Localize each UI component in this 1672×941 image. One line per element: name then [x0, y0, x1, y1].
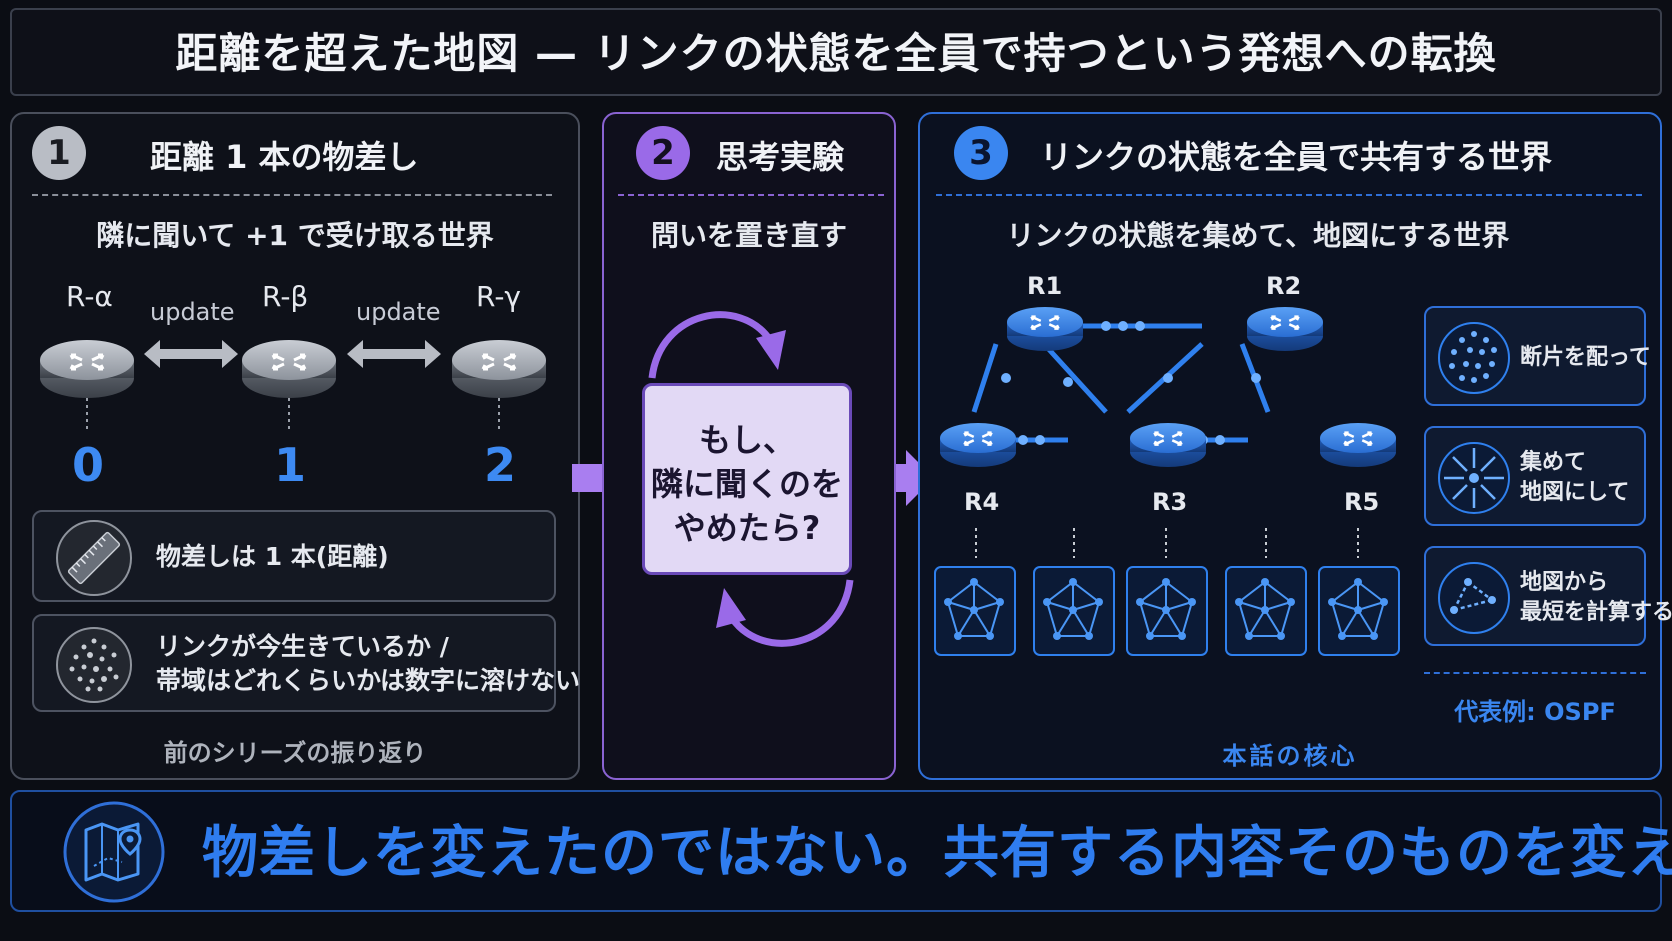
router-node-r5 [1320, 423, 1396, 467]
topology-map-icon [1126, 566, 1208, 656]
step-number-3: 3 [954, 126, 1008, 180]
panel3-title: リンクの状態を全員で共有する世界 [1040, 138, 1553, 176]
router-label-gamma: R-γ [476, 280, 521, 313]
topology-map-icon [1225, 566, 1307, 656]
map-pin-icon [63, 801, 165, 903]
step-card-distribute: 断片を配って [1424, 306, 1651, 406]
distance-value-beta: 1 [274, 438, 307, 492]
node-label-r2: R2 [1266, 272, 1302, 300]
step-card-compute-line2: 最短を計算する [1520, 600, 1672, 625]
distance-value-alpha: 0 [72, 438, 105, 492]
info-card-ruler: 物差しは 1 本(距離) [32, 510, 556, 602]
router-label-alpha: R-α [66, 280, 113, 313]
router-icon [40, 340, 134, 398]
node-label-r1: R1 [1027, 272, 1063, 300]
topology-map-tiles [934, 566, 1400, 656]
step-number-1: 1 [32, 126, 86, 180]
panel1-title: 距離 1 本の物差し [150, 138, 419, 176]
panel2-title: 思考実験 [716, 138, 845, 176]
panel1-divider [32, 194, 552, 196]
question-line-1: もし、 [698, 421, 795, 459]
page-title: 距離を超えた地図 — リンクの状態を全員で持つという発想への転換 [175, 29, 1497, 78]
panel3-divider [936, 194, 1642, 196]
question-box: もし、 隣に聞くのを やめたら? [642, 383, 852, 575]
panel1-footer: 前のシリーズの振り返り [163, 739, 427, 767]
gather-icon [1438, 442, 1510, 514]
router-node-r4 [940, 423, 1016, 467]
double-arrow-icon [144, 340, 441, 368]
step-card-gather-line2: 地図にして [1520, 480, 1630, 505]
update-label-2: update [356, 298, 441, 326]
conclusion-text: 物差しを変えたのではない。共有する内容そのものを変えた [202, 821, 1672, 886]
scatter-icon [1438, 322, 1510, 394]
step-card-compute: 地図から 最短を計算する [1424, 546, 1672, 646]
step-card-compute-line1: 地図から [1520, 570, 1609, 595]
question-line-2: 隣に聞くのを [650, 465, 843, 503]
info-card-ruler-text: 物差しは 1 本(距離) [156, 542, 389, 571]
topology-map-icon [1318, 566, 1400, 656]
question-line-3: やめたら? [673, 509, 821, 547]
router-node-r3 [1130, 423, 1206, 467]
map-drop-lines [975, 528, 1359, 558]
router-node-r1 [1007, 307, 1083, 351]
router-icon [242, 340, 336, 398]
topology-map-icon [934, 566, 1016, 656]
panel2-divider [618, 194, 884, 196]
title-bar: 距離を超えた地図 — リンクの状態を全員で持つという発想への転換 [10, 8, 1662, 96]
router-drop-lines [86, 398, 500, 432]
link-state-network-diagram [940, 307, 1396, 558]
info-card-metrics: リンクが今生きているか / 帯域はどれくらいかは数字に溶けない [32, 614, 580, 712]
panel3-footer: 本話の核心 [1222, 742, 1358, 770]
router-node-r2 [1247, 307, 1323, 351]
router-label-beta: R-β [262, 280, 309, 313]
panel1-subtitle: 隣に聞いて +1 で受け取る世界 [96, 219, 494, 252]
dots-circle-icon [56, 627, 132, 703]
node-label-r3: R3 [1152, 488, 1188, 516]
panel2-subtitle: 問いを置き直す [650, 219, 847, 252]
path-icon [1438, 562, 1510, 634]
info-card-metrics-line2: 帯域はどれくらいかは数字に溶けない [156, 666, 581, 695]
router-icon [452, 340, 546, 398]
info-card-metrics-line1: リンクが今生きているか / [156, 632, 449, 661]
distance-value-gamma: 2 [484, 438, 517, 492]
panel3-subtitle: リンクの状態を集めて、地図にする世界 [1006, 219, 1510, 252]
step-card-distribute-text: 断片を配って [1520, 345, 1651, 370]
step-card-gather-line1: 集めて [1520, 450, 1587, 475]
cycle-arrows-icon [648, 311, 854, 647]
example-label: 代表例: OSPF [1454, 698, 1616, 726]
node-label-r5: R5 [1344, 488, 1380, 516]
conclusion-bar [10, 790, 1662, 912]
ruler-icon [56, 520, 132, 596]
topology-map-icon [1033, 566, 1115, 656]
step-number-2: 2 [636, 126, 690, 180]
example-divider [1424, 672, 1646, 674]
node-label-r4: R4 [964, 488, 1000, 516]
update-label-1: update [150, 298, 235, 326]
distance-vector-diagram [40, 340, 546, 432]
step-card-gather: 集めて 地図にして [1424, 426, 1646, 526]
